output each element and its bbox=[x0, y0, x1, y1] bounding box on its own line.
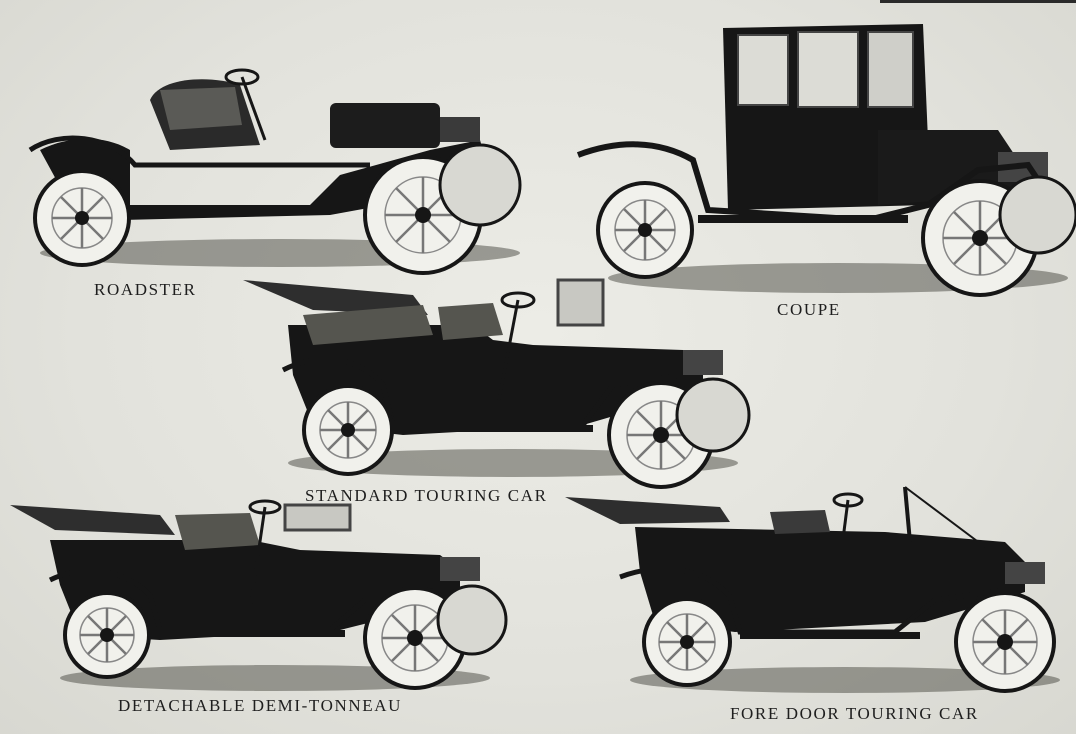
standard-touring-car-caption: STANDARD TOURING CAR bbox=[305, 486, 548, 505]
coupe-caption: COUPE bbox=[777, 300, 841, 319]
detachable-demi-tonneau-caption: DETACHABLE DEMI-TONNEAU bbox=[118, 696, 402, 715]
coupe-illustration bbox=[576, 20, 1076, 305]
roadster-caption: ROADSTER bbox=[94, 280, 197, 299]
fore-door-touring-car-illustration bbox=[565, 482, 1070, 697]
top-border-rule bbox=[880, 0, 1076, 3]
roadster-illustration bbox=[10, 55, 522, 280]
fore-door-touring-car-caption: FORE DOOR TOURING CAR bbox=[730, 704, 979, 723]
detachable-demi-tonneau-illustration bbox=[10, 495, 508, 695]
standard-touring-car-illustration bbox=[243, 275, 753, 490]
